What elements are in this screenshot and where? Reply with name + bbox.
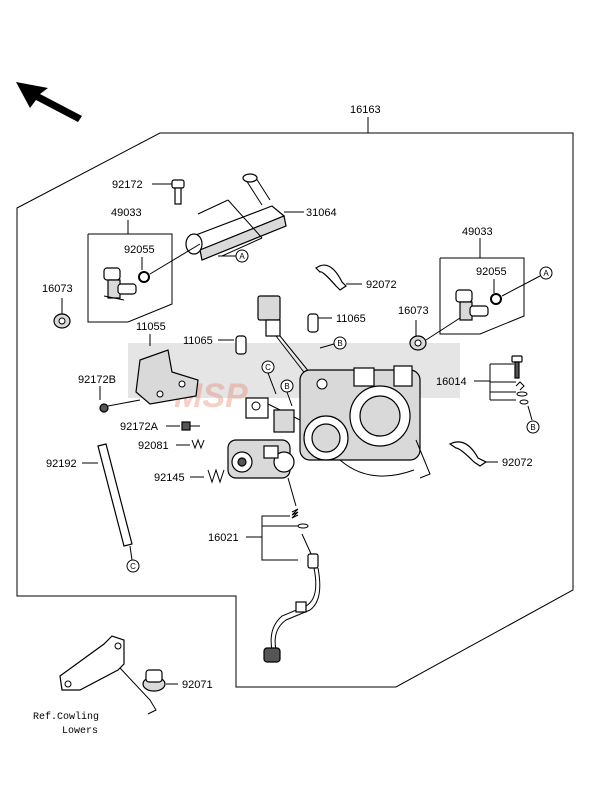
label-92071: 92071 xyxy=(182,679,213,691)
label-49033-right: 49033 xyxy=(462,226,493,238)
callout-c-2 xyxy=(126,559,140,573)
screw-92172A xyxy=(181,421,200,431)
callout-a-1 xyxy=(235,249,249,263)
label-ref-cowling: Ref.Cowling xyxy=(33,711,99,723)
label-16163: 16163 xyxy=(350,104,381,116)
label-11065-a: 11065 xyxy=(336,313,366,325)
label-92145: 92145 xyxy=(154,472,185,484)
label-92081: 92081 xyxy=(138,440,169,452)
label-92192: 92192 xyxy=(46,458,77,470)
injector-right xyxy=(455,289,489,321)
label-16073-left: 16073 xyxy=(42,283,73,295)
label-92055-right: 92055 xyxy=(476,266,507,278)
screw-92172B xyxy=(99,403,109,413)
label-92072-right: 92072 xyxy=(502,457,533,469)
spring-16014 xyxy=(515,381,525,391)
callout-b-3 xyxy=(526,420,540,434)
label-11065-b: 11065 xyxy=(183,335,213,347)
svg-text:A: A xyxy=(543,269,549,278)
label-16014: 16014 xyxy=(436,376,467,388)
label-92172: 92172 xyxy=(112,179,143,191)
grommet-92071 xyxy=(142,669,166,692)
injector-left xyxy=(103,267,137,301)
label-ref-lowers: Lowers xyxy=(62,726,98,737)
sensor-connector xyxy=(257,295,315,381)
o-ring-16014 xyxy=(519,399,529,405)
washer-16021 xyxy=(297,523,309,529)
idle-control-unit xyxy=(227,439,295,479)
svg-text:B: B xyxy=(530,423,535,432)
plug-11065-a xyxy=(307,313,319,333)
svg-text:A: A xyxy=(239,252,245,261)
label-49033-left: 49033 xyxy=(111,207,142,219)
screw-92172 xyxy=(171,179,185,205)
label-92172B: 92172B xyxy=(78,374,116,386)
throttle-body xyxy=(299,365,431,479)
o-ring-92055-right xyxy=(490,293,502,305)
hose-92192 xyxy=(97,443,133,547)
spring-92081 xyxy=(191,438,205,450)
fuel-rail-31064 xyxy=(185,173,287,261)
box-49033-left xyxy=(87,233,173,323)
spring-92145 xyxy=(207,468,225,484)
throttle-linkage xyxy=(245,397,301,433)
label-92055-left: 92055 xyxy=(124,244,155,256)
label-16073-right: 16073 xyxy=(398,305,429,317)
callout-b-1 xyxy=(333,336,347,350)
screw-16014 xyxy=(511,355,523,379)
box-49033-right xyxy=(439,257,525,335)
o-ring-92055-left xyxy=(138,271,150,283)
svg-text:B: B xyxy=(337,339,342,348)
svg-text:B: B xyxy=(284,382,289,391)
assembly-boundary xyxy=(16,132,574,688)
label-92072-top: 92072 xyxy=(366,279,397,291)
label-31064: 31064 xyxy=(306,207,337,219)
clamp-92072-right xyxy=(448,441,488,467)
bracket-11055 xyxy=(135,349,199,405)
sensor-cable-16021 xyxy=(263,533,321,663)
washer-16014 xyxy=(516,391,528,397)
spring-16021 xyxy=(291,508,299,519)
clamp-92072-top xyxy=(315,264,347,291)
callout-a-2 xyxy=(539,266,553,280)
label-16021: 16021 xyxy=(208,532,239,544)
svg-text:C: C xyxy=(130,562,136,571)
plug-11065-b xyxy=(235,335,247,355)
svg-text:C: C xyxy=(265,363,271,372)
direction-arrow-icon xyxy=(16,82,82,122)
cowling-bracket xyxy=(59,635,157,715)
label-92172A: 92172A xyxy=(120,421,159,433)
label-11055: 11055 xyxy=(136,321,166,333)
